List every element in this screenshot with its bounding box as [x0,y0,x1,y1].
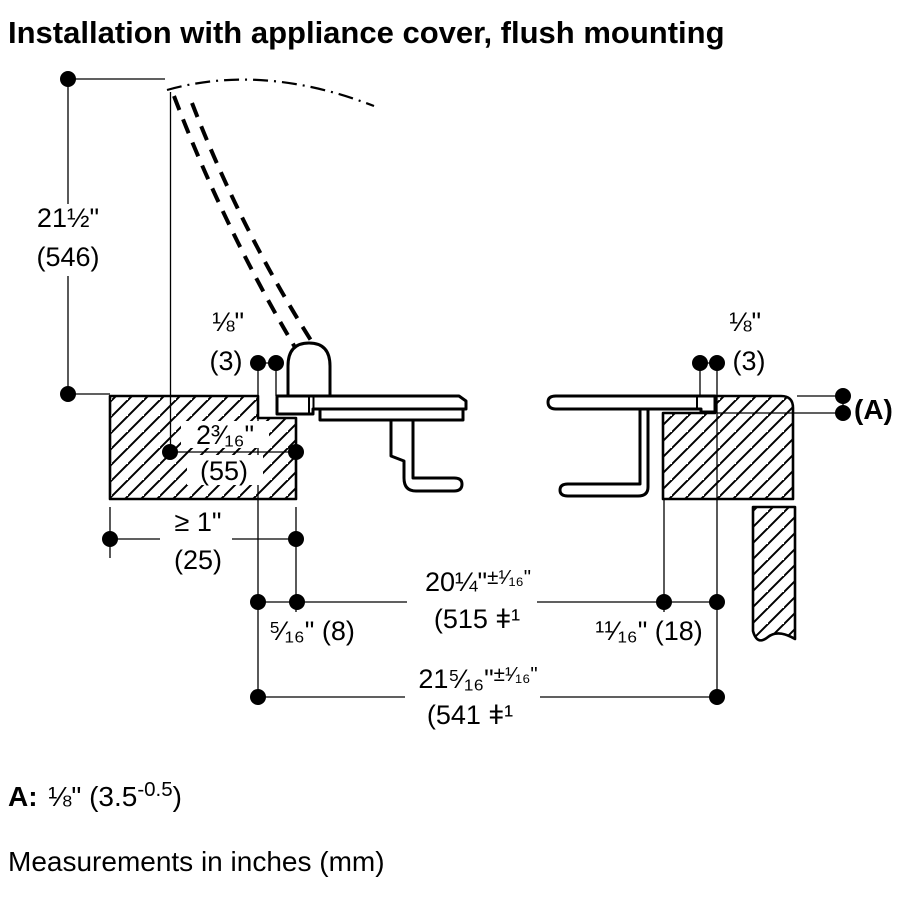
label-counter-thickness-mm: (55) [200,456,248,486]
label-offset-left: ⁵⁄₁₆" (8) [269,616,355,646]
footer-units-note: Measurements in inches (mm) [8,846,385,877]
open-cover-line-2 [190,102,314,344]
label-height-mm: (546) [36,242,99,272]
text-mask [181,421,269,448]
dimension-dots [60,71,851,705]
cover-swing-arc [166,78,375,108]
label-cutout-width-mm: (515 ǂ¹ [434,604,520,634]
label-counter-thickness-in: 2³⁄₁₆" [196,420,254,450]
label-overall-width-in: 21⁵⁄₁₆"±¹⁄₁₆" [418,663,537,694]
cover-flange-right [546,394,717,414]
counter-section-right [661,394,795,501]
chassis-bracket-right [558,407,650,498]
cover-flange-left-seam [308,397,315,413]
chassis-bracket-left [389,418,464,493]
label-gap-right-in: ⅛" [729,307,761,337]
text-mask [163,509,229,575]
page-title: Installation with appliance cover, flush… [8,15,725,50]
label-offset-right: ¹¹⁄₁₆" (18) [595,616,703,646]
label-gap-left-in: ⅛" [212,307,244,337]
cabinet-panel-section [751,505,797,642]
label-min-distance-mm: (25) [174,545,222,575]
label-cutout-width-in: 20¼"±¹⁄₁₆" [425,566,531,597]
hinge-dome [286,341,332,398]
label-min-distance-in: ≥ 1" [175,507,222,537]
label-overall-width-mm: (541 ǂ¹ [427,700,513,730]
chassis-plate-left [318,407,465,422]
label-ref-a: (A) [854,394,893,425]
label-gap-right-mm: (3) [733,346,766,376]
text-mask [187,455,263,485]
open-cover-line-1 [172,95,298,351]
label-height-in: 21½" [37,203,99,233]
text-mask [24,204,116,276]
note-a: A:⅛" (3.5-0.5) [8,778,182,812]
label-gap-left-mm: (3) [210,346,243,376]
